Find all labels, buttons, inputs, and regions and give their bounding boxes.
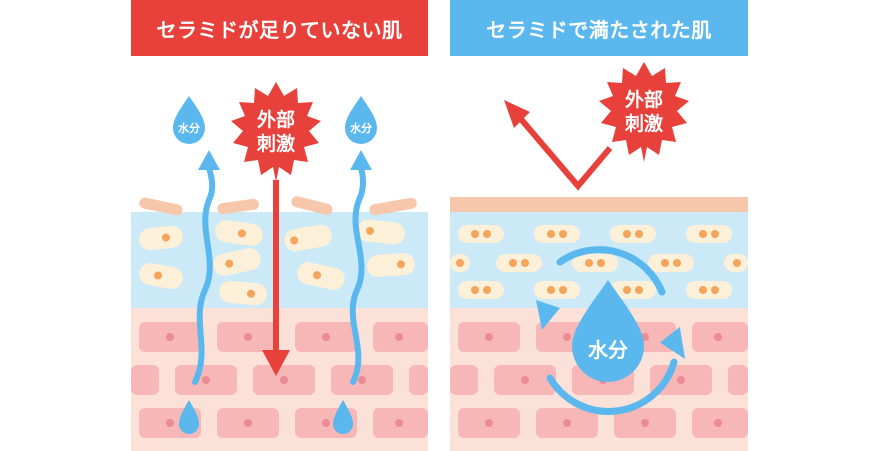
water-drop-icon [345, 96, 377, 144]
left-drop-bottom-1-icon [179, 400, 199, 434]
water-drop-icon [572, 280, 644, 382]
left-stimulus-line1: 外部 [257, 108, 295, 131]
left-water-label-left: 水分 [178, 121, 200, 135]
right-cycle-arrowhead-1 [536, 300, 560, 330]
right-stimulus-badge: 外部 刺激 [599, 62, 689, 162]
left-water-escape-arrows [192, 165, 366, 385]
left-water-arrowhead-1 [198, 150, 220, 170]
left-title: セラミドが足りていない肌 [156, 17, 403, 42]
right-water-label: 水分 [588, 338, 628, 362]
right-cycle-arrowhead-2 [659, 326, 686, 359]
right-lipid-cells [450, 225, 748, 299]
right-skin-diagram: 水分 外部 刺激 [450, 62, 748, 451]
left-water-label-right: 水分 [350, 121, 372, 135]
right-deflected-arrow [504, 100, 613, 191]
left-stimulus-line2: 刺激 [257, 132, 295, 155]
left-drop-bottom-2-icon [333, 400, 353, 434]
left-stimulus-badge: 外部 刺激 [231, 82, 321, 182]
left-water-drop-left: 水分 [173, 96, 205, 144]
left-water-arrowhead-2 [350, 150, 372, 170]
right-stimulus-line1: 外部 [625, 88, 663, 111]
right-water-cycle-arrows [546, 246, 678, 415]
water-drop-icon [173, 96, 205, 144]
right-title: セラミドで満たされた肌 [486, 17, 712, 42]
left-broken-surface [139, 196, 417, 216]
right-stimulus-line2: 刺激 [625, 112, 663, 135]
header-right: セラミドで満たされた肌 [450, 0, 748, 56]
left-stimulus-arrow [262, 180, 290, 376]
left-water-drop-right: 水分 [345, 96, 377, 144]
left-lipid-cells [139, 219, 415, 306]
header-left: セラミドが足りていない肌 [131, 0, 428, 56]
right-water-drop: 水分 [572, 280, 644, 382]
right-skin-surface [450, 197, 748, 212]
left-skin-diagram: 水分 水分 外部 刺激 [131, 82, 428, 451]
